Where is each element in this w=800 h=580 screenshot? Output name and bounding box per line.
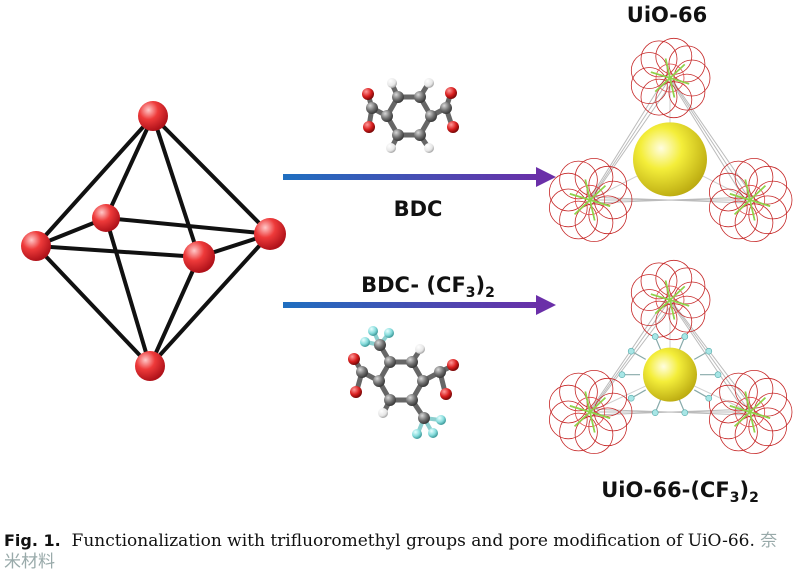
bdc-cf3-molecule <box>348 326 459 439</box>
octahedron-nodes <box>21 101 286 381</box>
figure-label: Fig. 1. <box>4 531 61 550</box>
uio66-framework <box>548 37 793 243</box>
framework-cluster <box>708 369 793 455</box>
caption-text: Functionalization with trifluoromethyl g… <box>71 531 755 551</box>
framework-cluster <box>708 158 793 243</box>
pore-sphere <box>633 122 707 197</box>
framework-cluster <box>548 369 633 455</box>
linker-label-bdc: BDC <box>394 197 443 221</box>
zr-node-left <box>21 231 51 261</box>
figure-caption: Fig. 1. Functionalization with trifluoro… <box>4 530 794 573</box>
cf3-groups <box>618 333 722 417</box>
bdc-molecule <box>362 78 459 153</box>
pore-sphere <box>643 347 697 402</box>
framework-cluster <box>630 259 711 341</box>
octahedron-cluster <box>34 114 272 368</box>
product-label-uio66: UiO-66 <box>627 3 707 27</box>
zr-node-right <box>254 218 286 250</box>
linker-label-bdc-cf3: BDC- (CF3)2 <box>361 273 495 301</box>
zr-node-top <box>138 101 168 131</box>
arrow-bdc <box>283 167 556 187</box>
zr-node-front <box>183 241 215 273</box>
framework-cluster <box>630 37 711 119</box>
zr-node-back <box>92 204 120 232</box>
arrow-bdc-cf3 <box>283 295 556 315</box>
uio66-cf3-framework <box>548 259 793 455</box>
synthesis-diagram: BDC BDC- (CF3)2 UiO-66 UiO-66-(CF3)2 <box>21 3 793 506</box>
framework-cluster <box>548 158 633 243</box>
product-label-uio66-cf3: UiO-66-(CF3)2 <box>601 478 759 506</box>
zr-node-bottom <box>135 351 165 381</box>
watermark-text: 奈米材料 <box>4 531 778 572</box>
